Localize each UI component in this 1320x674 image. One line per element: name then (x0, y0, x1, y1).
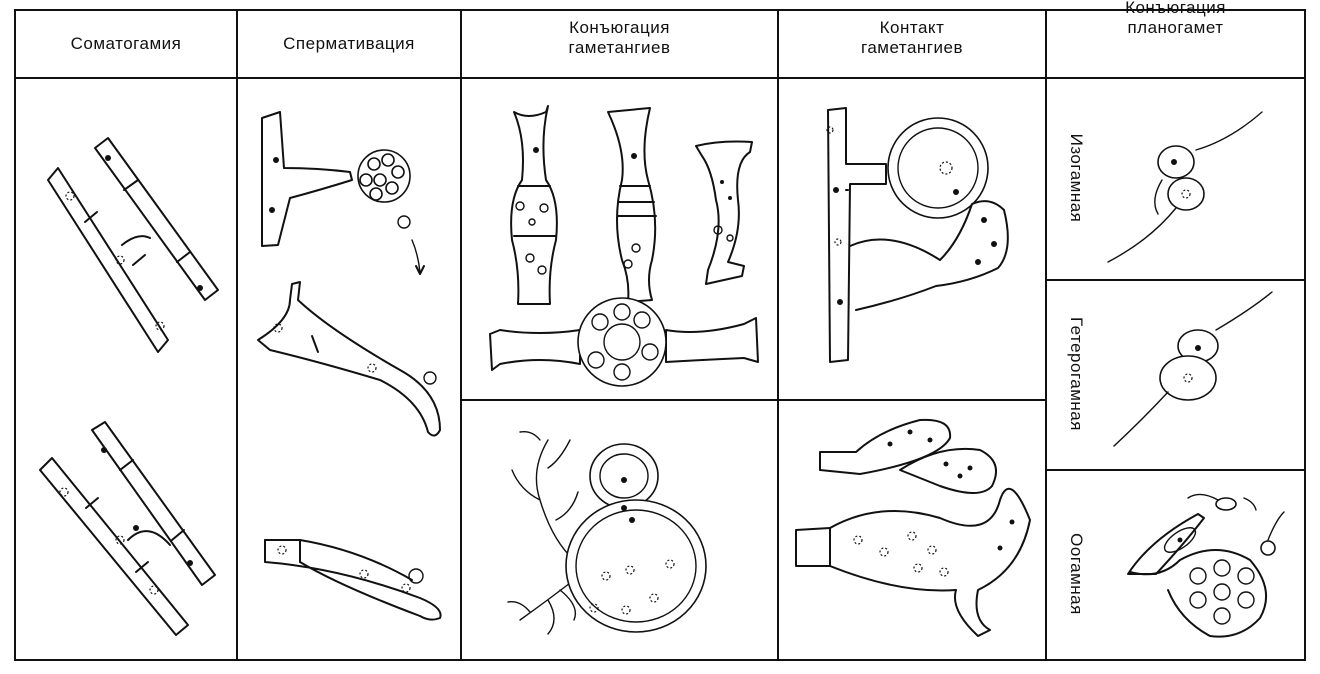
header-gametangia-conjugation: Конъюгация гаметангиев (461, 18, 778, 58)
header-planogamete-conjugation-line1-text: Конъюгация (1125, 0, 1226, 17)
contact-gametangia-bottom (795, 418, 1031, 637)
label-oogamy: Оогамная (1067, 533, 1086, 615)
conjugation-gametangia-bottom (507, 430, 707, 635)
contact-gametangia-top (826, 107, 1009, 363)
header-planogamete-conjugation: Конъюгация планогамет (1046, 0, 1305, 38)
header-gametangia-contact-line1: Контакт (879, 18, 945, 37)
somatogamy-filaments-bottom (39, 421, 216, 636)
header-somatogamy: Соматогамия (70, 34, 182, 53)
header-gametangia-contact: Контакт гаметангиев (778, 18, 1046, 58)
label-isogamy: Изогамная (1067, 133, 1086, 223)
header-gametangia-conjugation-line2: гаметангиев (568, 38, 671, 57)
header-planogamete-conjugation-line2: планогамет (1127, 18, 1224, 37)
somatogamy-filaments-top (47, 137, 219, 353)
label-heterogamy: Гетерогамная (1067, 317, 1086, 431)
header-spermatization: Спермативация (283, 34, 415, 53)
heterogamy-gametes (1113, 291, 1273, 447)
table-grid (14, 9, 1306, 661)
spermatization-top (261, 111, 425, 275)
isogamy-gametes (1107, 111, 1263, 263)
header-gametangia-conjugation-line1: Конъюгация (569, 18, 670, 37)
conjugation-gametangia-top (489, 105, 759, 387)
oogamy-gametes (1127, 493, 1285, 638)
spermatization-bottom (264, 539, 442, 621)
spermatization-middle (257, 281, 441, 437)
header-gametangia-contact-line2: гаметангиев (861, 38, 963, 57)
